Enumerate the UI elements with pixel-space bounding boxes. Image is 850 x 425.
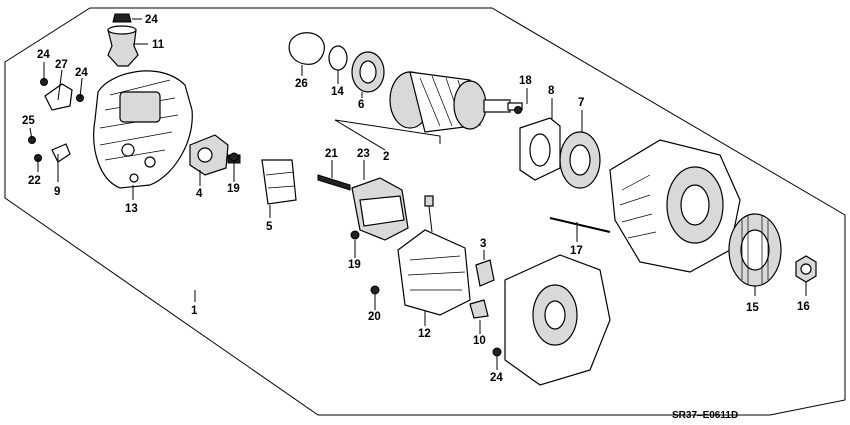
callout-4: 4 [196,188,203,200]
diagram-code: SR37–E0611D [672,410,738,421]
callout-24-top: 24 [37,49,50,61]
callout-25: 24 [145,14,158,26]
callout-24-left: 25 [22,115,35,127]
callout-9: 9 [54,186,60,198]
callout-6: 6 [358,99,364,111]
bearing-frame-part [514,106,561,181]
callout-24-mid: 24 [75,67,88,79]
through-bolt-part [549,217,611,233]
callout-19-center: 19 [348,259,361,271]
ring-part [328,45,348,71]
callout-15: 15 [746,302,759,314]
callout-26: 26 [295,78,308,90]
callout-21: 21 [325,148,338,160]
rear-housing-part [492,254,611,386]
callout-20: 22 [28,175,41,187]
callout-16: 16 [797,301,810,313]
callout-14: 14 [331,86,344,98]
callout-2: 2 [383,151,389,163]
callout-18: 18 [519,75,532,87]
pulley-part [728,213,782,287]
callout-1: 1 [191,305,198,317]
terminal-part [107,13,139,67]
gasket-part [288,32,325,65]
callout-5: 5 [266,221,273,233]
insulator-part [261,159,297,205]
brush-holder-part [189,134,241,176]
regulator-part [317,174,409,241]
nut-part [795,255,817,283]
rear-cover-part [93,70,193,189]
bracket-part [28,78,84,163]
callout-17: 17 [570,245,583,257]
callout-10: 10 [473,335,486,347]
callout-8: 8 [548,85,555,97]
callout-13: 13 [125,203,138,215]
rear-bearing-part [351,51,385,93]
screw-19-center [350,230,360,240]
callout-12: 12 [418,328,431,340]
terminal-plate-part [469,299,489,319]
callout-3: 3 [480,238,486,250]
screw-19-left [229,152,239,162]
rotor-part [389,71,523,133]
plate-part [475,259,495,287]
callout-11: 11 [152,39,165,51]
leader-lines [29,18,807,370]
callout-23: 23 [357,148,370,160]
callout-24-bottom: 24 [490,372,503,384]
callout-7: 7 [578,97,584,109]
screw-22 [370,285,380,295]
front-bearing-part [559,131,601,189]
callout-27: 27 [55,59,68,71]
diagram-outline [4,7,846,416]
callout-19-left: 19 [227,183,240,195]
drive-end-housing-part [609,139,741,273]
callout-22: 20 [368,311,381,323]
rectifier-part [397,195,471,316]
